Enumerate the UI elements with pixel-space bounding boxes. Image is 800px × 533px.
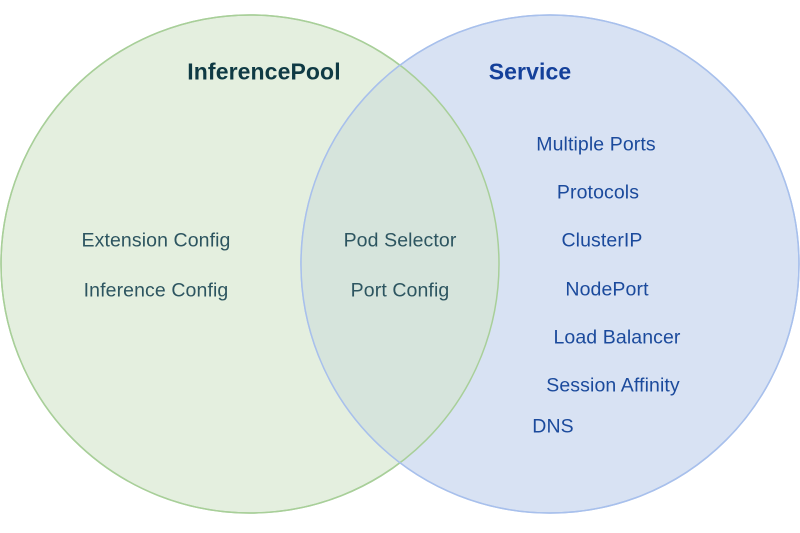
inferencepool-item: Extension Config bbox=[81, 229, 231, 252]
service-circle-outline bbox=[300, 14, 800, 514]
service-item: NodePort bbox=[565, 278, 649, 301]
service-item: ClusterIP bbox=[561, 229, 643, 252]
intersection-item: Port Config bbox=[350, 279, 450, 302]
intersection-region bbox=[301, 15, 499, 513]
inferencepool-circle-outline bbox=[0, 14, 500, 514]
service-title: Service bbox=[488, 58, 572, 85]
intersection-item: Pod Selector bbox=[343, 229, 457, 252]
service-item: Protocols bbox=[556, 181, 640, 204]
service-item: DNS bbox=[532, 415, 574, 438]
inferencepool-title: InferencePool bbox=[187, 58, 341, 85]
service-item: Load Balancer bbox=[553, 326, 681, 349]
service-item: Session Affinity bbox=[546, 374, 680, 397]
service-item: Multiple Ports bbox=[536, 133, 656, 156]
inferencepool-item: Inference Config bbox=[83, 279, 229, 302]
